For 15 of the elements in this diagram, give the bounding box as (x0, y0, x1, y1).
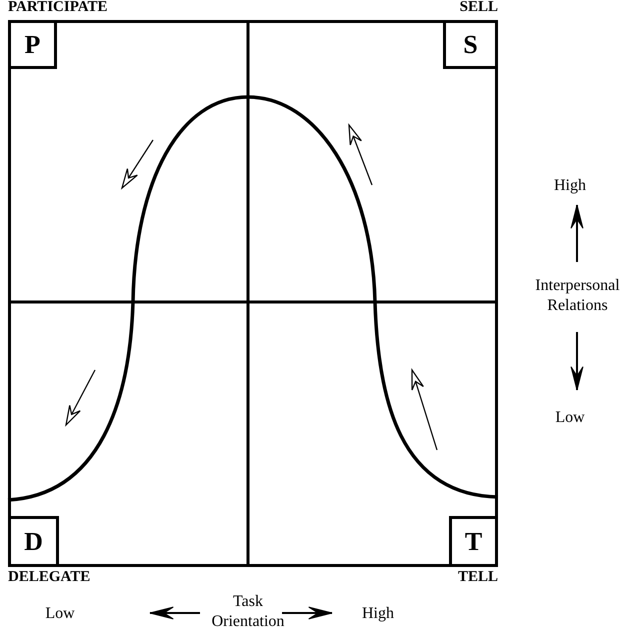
quadrant-heading: DELEGATE (8, 570, 90, 585)
corner-box: S (443, 23, 495, 69)
quadrant-heading: PARTICIPATE (8, 0, 108, 15)
quadrant-frame (8, 20, 498, 567)
axis-label: Low (44, 604, 76, 624)
axis-label: Task Orientation (210, 592, 286, 632)
axis-label: Low (554, 408, 586, 428)
corner-box: P (11, 23, 57, 69)
axis-label: Interpersonal Relations (534, 276, 621, 316)
corner-box: D (11, 516, 59, 564)
corner-box: T (449, 516, 495, 564)
quadrant-heading: SELL (460, 0, 498, 15)
axis-label: High (553, 176, 587, 196)
quadrant-heading: TELL (458, 570, 498, 585)
axis-label: High (361, 604, 395, 624)
